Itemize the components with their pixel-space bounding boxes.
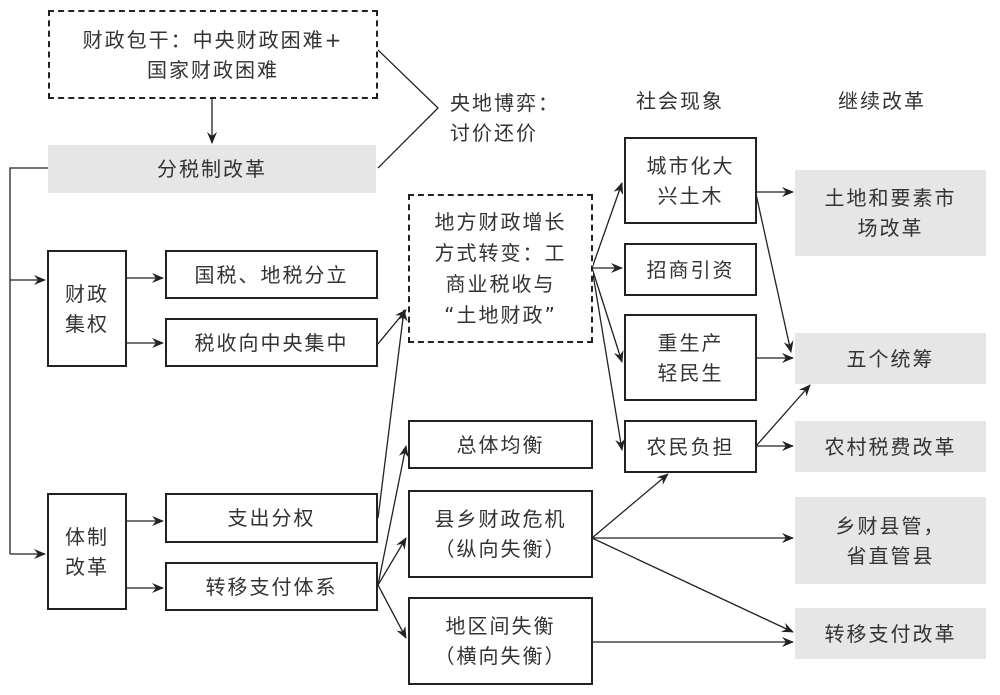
node-overall-balance: 总体均衡 — [408, 420, 593, 469]
node-local-finance-shift: 地方财政增长 方式转变：工 商业税收与 “土地财政” — [408, 194, 593, 343]
edge-urbanization-to-fivecoord — [755, 193, 794, 353]
column-header-continued-reform: 继续改革 — [838, 89, 926, 113]
node-five-coordinations: 五个统筹 — [795, 333, 986, 384]
node-rural-tax-fee-reform: 农村税费改革 — [795, 421, 986, 472]
edge-transfer-to-crisis — [377, 537, 407, 586]
edge-localfinance-to-urbanization — [591, 182, 624, 269]
node-urbanization-construction: 城市化大 兴土木 — [624, 137, 757, 224]
bargaining-bracket — [377, 49, 439, 169]
node-county-township-crisis: 县乡财政危机 （纵向失衡） — [408, 490, 593, 578]
node-transfer-payment-system: 转移支付体系 — [165, 562, 378, 611]
node-production-over-livelihood: 重生产 轻民生 — [624, 314, 757, 401]
node-township-county-management: 乡财县管， 省直管县 — [795, 497, 986, 584]
edge-crisis-to-farmer — [591, 473, 669, 539]
node-farmer-burden: 农民负担 — [624, 420, 757, 473]
edge-revenue-to-localfinance — [376, 309, 407, 346]
edge-localfinance-to-farmer — [591, 267, 626, 451]
column-header-social-phenomena: 社会现象 — [636, 89, 724, 113]
node-tax-revenue-centralized: 税收向中央集中 — [165, 318, 378, 367]
node-land-factor-market-reform: 土地和要素市 场改革 — [795, 170, 986, 256]
node-institutional-reform: 体制 改革 — [47, 493, 127, 610]
node-expenditure-decentralization: 支出分权 — [165, 493, 378, 543]
node-transfer-payment-reform: 转移支付改革 — [795, 608, 986, 659]
edge-localfinance-to-production — [591, 267, 624, 363]
node-regional-imbalance: 地区间失衡 （横向失衡） — [408, 597, 593, 685]
edge-transfer-to-regional — [377, 584, 407, 639]
bargaining-label: 央地博弈： 讨价还价 — [450, 91, 560, 145]
node-national-local-tax-split: 国税、地税分立 — [165, 250, 378, 299]
edge-crisis-to-transferreform — [591, 537, 794, 633]
node-fiscal-contracting: 财政包干：中央财政困难+ 国家财政困难 — [48, 10, 378, 99]
node-investment-attraction: 招商引资 — [624, 243, 757, 296]
node-fiscal-centralization: 财政 集权 — [47, 250, 127, 367]
edge-transfer-to-balance — [377, 445, 409, 586]
edge-expenditure-to-localfinance — [377, 309, 408, 519]
node-tax-sharing-reform: 分税制改革 — [48, 145, 376, 193]
edge-taxsharing-trunk — [9, 167, 48, 554]
